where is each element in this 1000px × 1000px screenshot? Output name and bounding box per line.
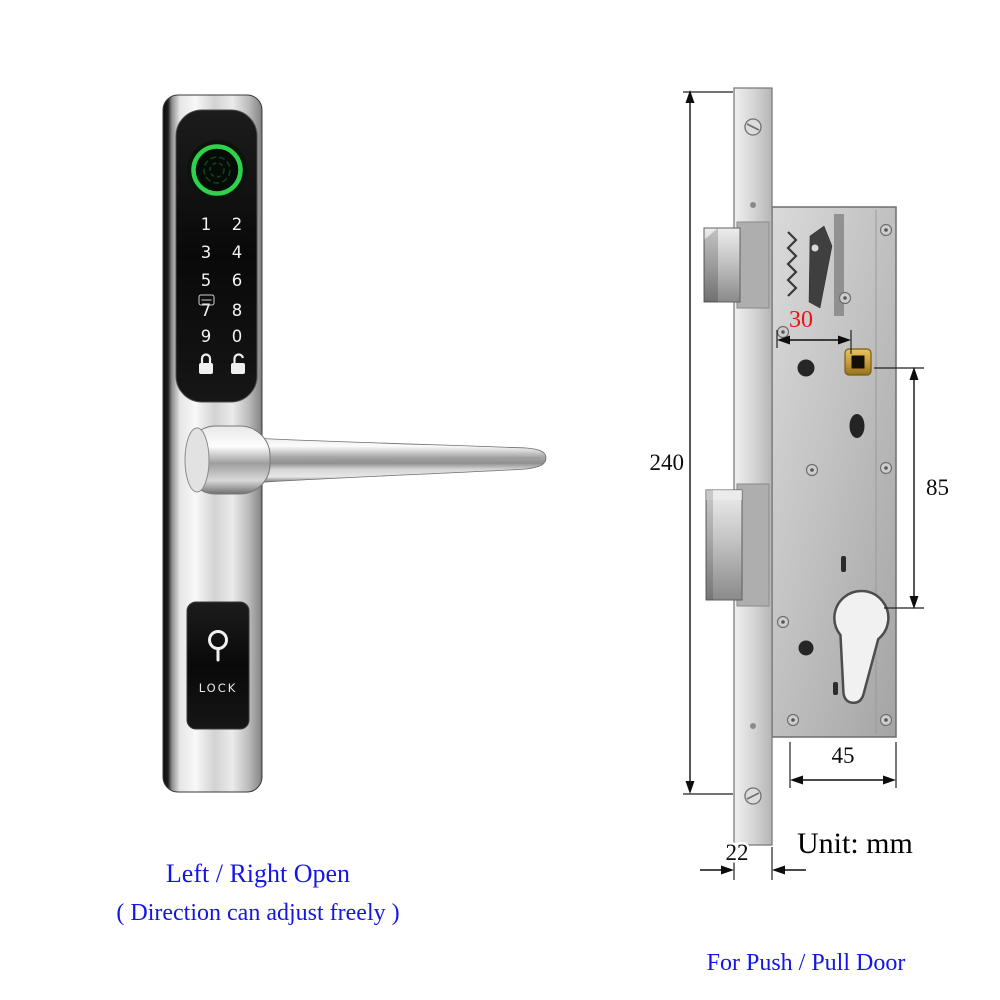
fingerprint-sensor-icon <box>187 140 247 200</box>
dim-240-label: 240 <box>650 450 685 475</box>
keypad-digit[interactable]: 9 <box>201 327 212 346</box>
dimension-85: 85 <box>874 367 949 609</box>
faceplate <box>733 87 773 846</box>
cylinder-hole <box>833 589 890 705</box>
spindle-hub <box>844 348 872 376</box>
right-caption: For Push / Pull Door <box>707 950 906 976</box>
unit-label: Unit: mm <box>797 827 913 860</box>
faceplate-screw-bottom <box>744 787 762 805</box>
door-handle[interactable] <box>184 425 547 495</box>
handle-lever <box>251 437 547 484</box>
left-caption-line1: Left / Right Open <box>166 859 350 888</box>
dimension-22: 22 <box>700 838 806 880</box>
dimension-30: 30 <box>776 307 852 354</box>
lock-open-icon <box>231 353 245 374</box>
deadbolt <box>705 489 743 601</box>
keypad: 1 2 3 4 5 6 7 8 9 0 <box>201 215 243 346</box>
smart-lock: 1 2 3 4 5 6 7 8 9 0 <box>162 94 547 793</box>
lock-label: LOCK <box>199 681 238 695</box>
small-oval-hole <box>849 414 865 438</box>
keyhole-icon <box>208 630 228 662</box>
faceplate-hole-lower <box>750 723 756 729</box>
handle-hole <box>797 359 815 377</box>
keypad-digit[interactable]: 4 <box>232 243 243 262</box>
mortise-lock: 240 30 85 45 <box>650 87 949 880</box>
keypad-digit[interactable]: 0 <box>232 327 243 346</box>
latch-bolt <box>703 227 741 303</box>
latch-mechanism <box>786 214 844 316</box>
dimension-45: 45 <box>789 742 897 788</box>
key-cylinder-panel: LOCK <box>186 601 250 730</box>
left-caption-line2: ( Direction can adjust freely ) <box>116 900 399 926</box>
dim-45-label: 45 <box>832 743 855 768</box>
keypad-panel: 1 2 3 4 5 6 7 8 9 0 <box>175 109 258 403</box>
slot-hole-upper <box>841 556 846 572</box>
faceplate-hole-upper <box>750 202 756 208</box>
slot-hole-lower <box>833 682 838 695</box>
keypad-digit[interactable]: 3 <box>201 243 212 262</box>
lock-closed-icon <box>199 353 213 374</box>
keypad-digit[interactable]: 8 <box>232 301 243 320</box>
keypad-digit[interactable]: 2 <box>232 215 243 234</box>
rivet-centers <box>781 228 888 722</box>
keypad-digit[interactable]: 7 <box>201 301 212 320</box>
handle-collar-face <box>184 427 210 493</box>
lock-case <box>771 206 897 738</box>
dimension-240: 240 <box>650 90 733 795</box>
dim-22-label: 22 <box>726 840 749 865</box>
faceplate-screw-top <box>744 118 762 136</box>
small-round-hole <box>798 640 814 656</box>
dim-85-label: 85 <box>926 475 949 500</box>
keypad-digit[interactable]: 1 <box>201 215 212 234</box>
latch-slot <box>736 221 770 309</box>
keypad-digit[interactable]: 6 <box>232 271 243 290</box>
card-icon <box>198 294 215 306</box>
keypad-digit[interactable]: 5 <box>201 271 212 290</box>
dim-30-label: 30 <box>789 307 813 333</box>
